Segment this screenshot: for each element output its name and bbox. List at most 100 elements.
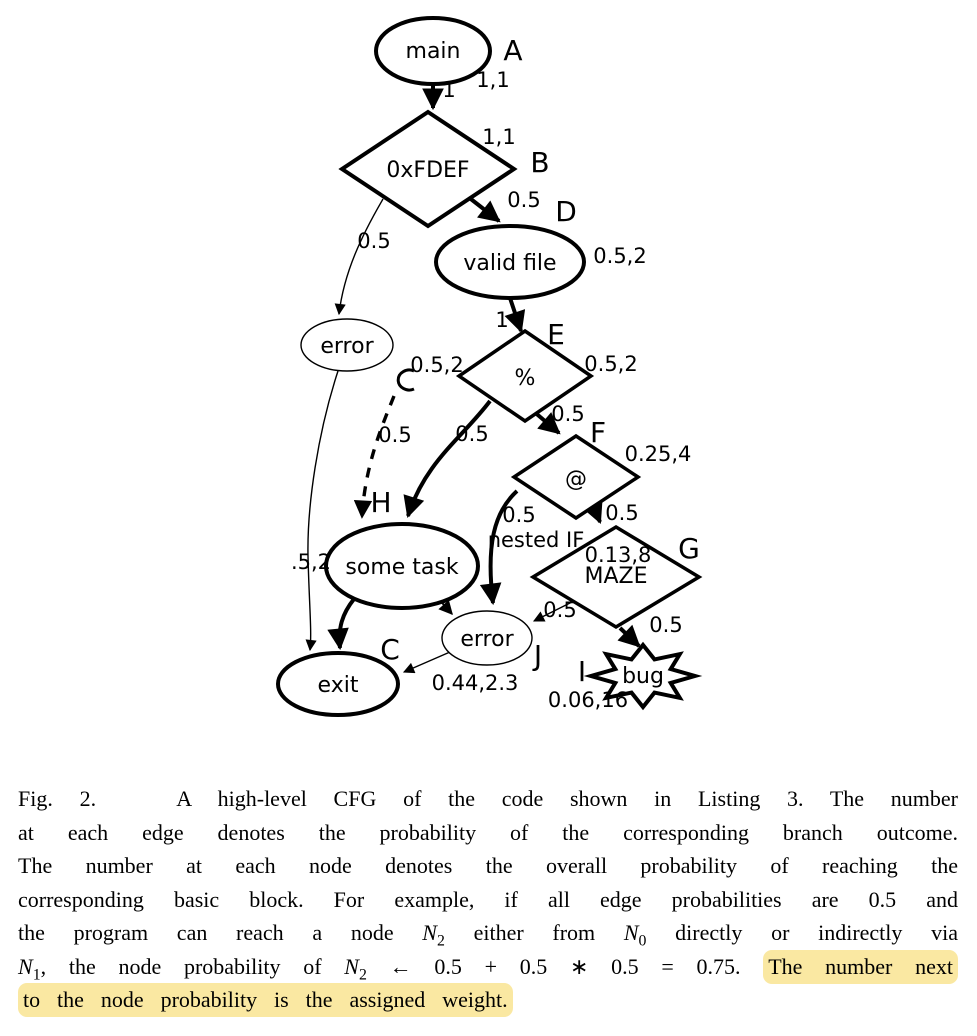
edge-label-0.5,2: 0.5,2: [410, 353, 463, 377]
node-label-percent: %: [515, 366, 536, 391]
node-maze: [529, 524, 703, 630]
caption-line-3: The number at each node denotes the over…: [18, 849, 958, 883]
node-label-main: main: [406, 39, 461, 64]
caption-text: directly or indirectly via: [646, 920, 958, 945]
node-letter-D: D: [555, 195, 577, 228]
node-error-j: [441, 610, 533, 666]
caption-line-4: corresponding basic block. For example, …: [18, 883, 958, 917]
edge-label-0.5,2: 0.5,2: [584, 352, 637, 376]
caption-text: at each edge denotes the probability of …: [18, 819, 958, 845]
edge-label-0.44,2.3: 0.44,2.3: [432, 671, 519, 695]
caption-text: The number at each node denotes the over…: [18, 853, 958, 878]
caption-line-6: N1, the node probability of N2 ← 0.5 + 0…: [18, 949, 958, 984]
math-variable: N: [422, 920, 437, 945]
edge-errorj-exit: [402, 651, 451, 674]
node-letter-H: H: [370, 486, 391, 519]
node-validfile: [434, 224, 586, 300]
caption-line-7: to the node probability is the assigned …: [18, 983, 958, 1017]
node-label-validfile: valid file: [463, 251, 556, 276]
edge-fdef-validfile: [465, 194, 501, 223]
caption-line-5: the program can reach a node N2 either f…: [18, 916, 958, 950]
edge-label-0.06,16: 0.06,16: [548, 688, 628, 712]
edge-label-0.5: 0.5: [543, 598, 576, 622]
node-label-at: @: [565, 467, 587, 492]
edge-label-1,1: 1,1: [482, 125, 515, 149]
math-subscript: 2: [436, 932, 445, 950]
node-letter-B: B: [530, 146, 549, 179]
node-letter-E: E: [547, 318, 565, 351]
node-label-error-j: error: [460, 627, 514, 652]
math-subscript: 0: [638, 932, 647, 950]
node-exit: [276, 651, 400, 717]
caption-text: N0: [623, 920, 647, 949]
node-percent: [455, 328, 595, 424]
edge-label-nested IF: nested IF: [488, 528, 585, 552]
caption-text: Fig. 2. A high-level CFG of the code sho…: [18, 786, 958, 811]
node-label-maze: MAZE: [584, 564, 647, 589]
math-variable: N: [623, 920, 639, 945]
node-bug: [583, 641, 703, 711]
edge-fdef-error: [334, 198, 384, 316]
caption-text: corresponding basic block. For example, …: [18, 886, 958, 912]
cfg-diagram: main 0xFDEF valid file error% @ some task MAZE…: [276, 16, 703, 717]
caption-text: , the node probability of: [40, 953, 345, 979]
figure-caption: Fig. 2. A high-level CFG of the code sho…: [0, 772, 977, 1017]
node-sometask: [324, 522, 480, 610]
node-error-left: [300, 318, 394, 372]
node-letter-C: C: [380, 633, 400, 666]
edge-label-0.5: 0.5: [649, 613, 682, 637]
edge-label-0.5: 0.5: [455, 422, 488, 446]
edge-label-0.5,2: 0.5,2: [593, 244, 646, 268]
math-subscript: 2: [358, 965, 367, 983]
edge-label-1: 1: [442, 78, 455, 102]
edge-percent-sometask-solid: [403, 399, 492, 519]
edge-label-0.5: 0.5: [378, 423, 411, 447]
math-variable: N: [344, 953, 359, 979]
caption-highlight: to the node probability is the assigned …: [18, 983, 513, 1017]
node-label-error-left: error: [320, 334, 374, 359]
edge-sometask-exit: [327, 597, 356, 651]
edge-label-0.5: 0.5: [357, 229, 390, 253]
node-fdef: [338, 109, 518, 229]
node-letter-A: A: [503, 34, 522, 67]
caption-text: N2: [422, 920, 445, 949]
edge-label-1: 1: [495, 308, 508, 332]
node-label-sometask: some task: [345, 555, 458, 580]
edge-at-error-nestedif: [479, 489, 519, 606]
caption-text: ← 0.5 + 0.5 ∗ 0.5 = 0.75.: [366, 953, 764, 979]
edge-label-0.5: 0.5: [605, 501, 638, 525]
math-variable: N: [18, 953, 33, 979]
edge-label-0.5: 0.5: [551, 402, 584, 426]
caption-text: N2: [344, 953, 367, 983]
node-letter-F: F: [590, 416, 606, 449]
caption-text: either from: [444, 920, 624, 945]
edge-label-.5,2: .5,2: [291, 550, 331, 574]
caption-line-2: at each edge denotes the probability of …: [18, 816, 958, 850]
edge-validfile-percent: [504, 297, 526, 334]
edge-label-0.5: 0.5: [507, 188, 540, 212]
edge-label-1,1: 1,1: [476, 68, 509, 92]
edge-maze-error: [532, 600, 575, 622]
edge-percent-sometask-curl: [396, 368, 415, 392]
caption-text: N1: [18, 953, 41, 983]
edge-maze-bug: [617, 624, 641, 648]
caption-text: the program can reach a node: [18, 920, 423, 945]
node-letter-G: G: [678, 532, 700, 565]
node-at: [510, 433, 642, 521]
node-letter-J: J: [532, 639, 542, 672]
node-label-bug: bug: [622, 664, 664, 689]
node-main: [374, 16, 492, 86]
node-letter-I: I: [578, 655, 586, 688]
caption-line-1: Fig. 2. A high-level CFG of the code sho…: [18, 782, 958, 816]
edge-error-exit-long: [305, 370, 339, 652]
edge-label-0.25,4: 0.25,4: [625, 442, 692, 466]
edge-label-0.13,8: 0.13,8: [585, 543, 652, 567]
cfg-figure: main 0xFDEF valid file error% @ some task MAZE…: [276, 16, 703, 717]
node-label-exit: exit: [318, 673, 359, 698]
node-label-fdef: 0xFDEF: [386, 158, 469, 183]
math-subscript: 1: [32, 965, 41, 983]
caption-highlight: The number next: [763, 949, 958, 984]
nodes-layer: main 0xFDEF valid file error% @ some task MAZE…: [276, 16, 703, 717]
edge-label-0.5: 0.5: [502, 503, 535, 527]
